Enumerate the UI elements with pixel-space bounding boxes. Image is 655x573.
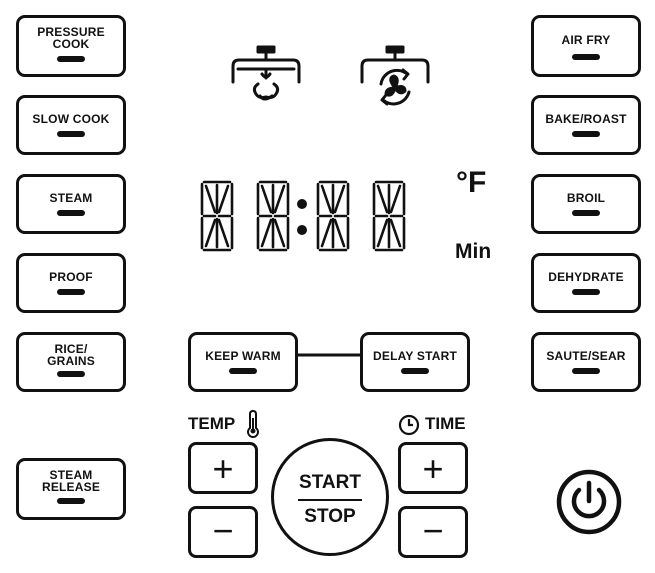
digit-2 [256,180,290,252]
digit-3 [316,180,350,252]
digit-1 [200,180,234,252]
time-minus-label: − [422,510,444,551]
keep-warm-label: KEEP WARM [205,349,281,363]
delay-start-label: DELAY START [373,349,457,363]
delay-start-indicator [401,368,429,374]
dehydrate-label: DEHYDRATE [548,270,624,284]
air-fry-label: AIR FRY [561,33,611,47]
start-stop-divider [298,499,362,501]
dehydrate-indicator [572,289,600,295]
steam-release-indicator [57,498,85,504]
broil-button[interactable]: BROIL [531,174,641,234]
clock-icon [398,414,420,436]
temp-plus-label: + [212,448,234,489]
air-fry-lid-icon [360,45,430,106]
steam-release-button[interactable]: STEAM RELEASE [16,458,126,520]
delay-start-button[interactable]: DELAY START [360,332,470,392]
pressure-cook-indicator [57,56,85,62]
pressure-cook-button[interactable]: PRESSURE COOK [16,15,126,77]
slow-cook-label: SLOW COOK [32,112,110,126]
minutes-unit: Min [455,240,492,263]
proof-label: PROOF [49,270,93,284]
rice-grains-indicator [57,371,85,377]
proof-button[interactable]: PROOF [16,253,126,313]
temp-minus-label: − [212,510,234,551]
broil-indicator [572,210,600,216]
bake-roast-label: BAKE/ROAST [545,112,627,126]
fahrenheit-unit: °F [456,166,487,199]
colon-dot-top [297,199,307,209]
air-fry-indicator [572,54,600,60]
time-plus-label: + [422,448,444,489]
keep-warm-button[interactable]: KEEP WARM [188,332,298,392]
saute-sear-button[interactable]: SAUTE/SEAR [531,332,641,392]
saute-sear-indicator [572,368,600,374]
segment-display [200,180,406,252]
rice-grains-button[interactable]: RICE/ GRAINS [16,332,126,392]
thermometer-icon [247,410,259,438]
start-label: START [299,472,361,493]
power-icon[interactable] [555,468,623,536]
bake-roast-button[interactable]: BAKE/ROAST [531,95,641,155]
saute-sear-label: SAUTE/SEAR [546,349,626,363]
steam-release-label: STEAM RELEASE [41,468,101,494]
temp-minus-button[interactable]: − [188,506,258,558]
dehydrate-button[interactable]: DEHYDRATE [531,253,641,313]
pressure-lid-icon [231,45,301,101]
slow-cook-indicator [57,131,85,137]
temp-plus-button[interactable]: + [188,442,258,494]
steam-label: STEAM [49,191,93,205]
bake-roast-indicator [572,131,600,137]
proof-indicator [57,289,85,295]
broil-label: BROIL [566,191,606,205]
pressure-cook-label: PRESSURE COOK [37,25,105,51]
keep-warm-indicator [229,368,257,374]
steam-button[interactable]: STEAM [16,174,126,234]
time-plus-button[interactable]: + [398,442,468,494]
steam-indicator [57,210,85,216]
start-stop-button[interactable]: START STOP [271,438,389,556]
air-fry-button[interactable]: AIR FRY [531,15,641,77]
rice-grains-label: RICE/ GRAINS [47,342,95,368]
slow-cook-button[interactable]: SLOW COOK [16,95,126,155]
connector-line [296,353,366,357]
digit-4 [372,180,406,252]
temp-label: TEMP [188,414,236,433]
time-label: TIME [425,414,466,433]
time-minus-button[interactable]: − [398,506,468,558]
stop-label: STOP [304,506,356,527]
colon-dot-bottom [297,225,307,235]
